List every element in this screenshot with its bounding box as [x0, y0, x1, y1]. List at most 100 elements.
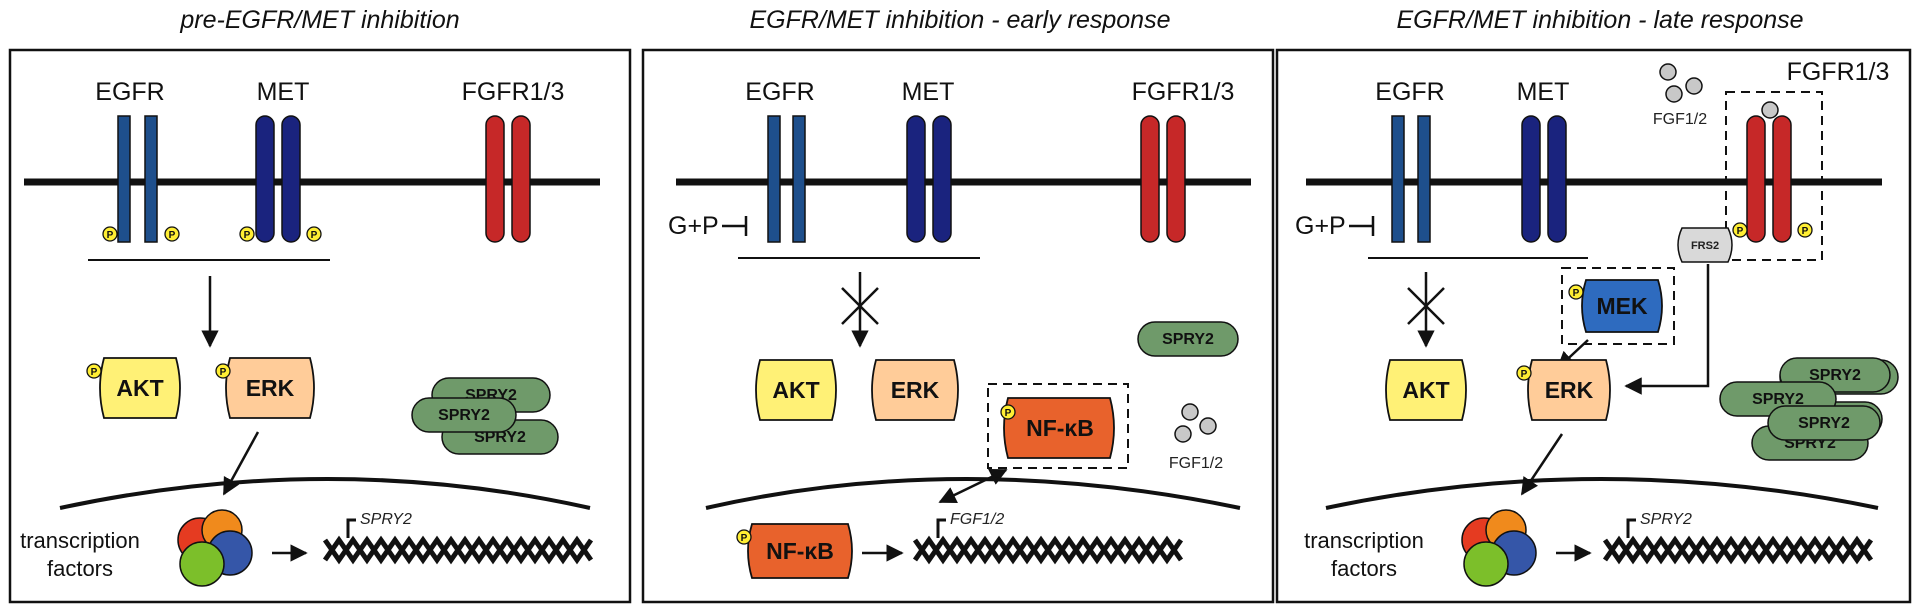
spry2-protein: SPRY2 [1137, 321, 1239, 357]
svg-text:P: P [1802, 226, 1809, 237]
egfr-label: EGFR [95, 78, 164, 106]
phospho-site: P [1797, 222, 1813, 238]
fgfr-receptor [485, 115, 505, 243]
highlight-box [987, 383, 1129, 469]
akt-label: AKT [772, 377, 819, 403]
dna-double-helix [322, 535, 594, 565]
met-label: MET [1517, 78, 1570, 106]
highlight-box [1561, 267, 1675, 345]
nuclear-membrane [1325, 477, 1879, 510]
svg-text:SPRY2: SPRY2 [1798, 415, 1850, 432]
met-receptor [906, 115, 926, 243]
akt-protein: AKT [99, 357, 181, 419]
met-label: MET [902, 78, 955, 106]
nfkb-label: NF-κB [766, 538, 834, 564]
frs2-label: FRS2 [1691, 240, 1719, 252]
svg-text:P: P [741, 533, 748, 544]
fgf-ligand-label: FGF1/2 [1169, 455, 1223, 472]
spry2-cluster: SPRY2 SPRY2 SPRY2 [411, 377, 559, 455]
spry2-protein [1767, 405, 1881, 441]
akt-label: AKT [1402, 377, 1449, 403]
fgfr-receptor [1772, 115, 1792, 243]
spry2-protein [411, 397, 517, 433]
erk-label: ERK [246, 375, 295, 401]
block-cross-icon [1407, 287, 1445, 325]
met-receptor [932, 115, 952, 243]
nfkb-protein: NF-κB [1003, 397, 1115, 459]
block-cross-icon [841, 287, 879, 325]
egfr-label: EGFR [745, 78, 814, 106]
phospho-site: P [736, 529, 752, 545]
fgf-ligand-label: FGF1/2 [1653, 111, 1707, 128]
transcription-factors [1461, 509, 1537, 587]
svg-text:SPRY2: SPRY2 [474, 429, 526, 446]
svg-text:SPRY2: SPRY2 [1162, 331, 1214, 348]
promoter-arrow [346, 518, 356, 538]
phospho-site: P [306, 226, 322, 242]
nfkb-protein: NF-κB [747, 523, 853, 579]
erk-protein: ERK [871, 359, 959, 421]
tf-label-line1: transcription [20, 528, 140, 553]
erk-protein: ERK [225, 357, 315, 419]
egfr-receptor [144, 115, 158, 243]
fgfr-receptor [1140, 115, 1160, 243]
fgfr-receptor [1746, 115, 1766, 243]
erk-label: ERK [1545, 377, 1594, 403]
met-label: MET [257, 78, 310, 106]
fgf-ligand-bound [1761, 101, 1779, 119]
fgf-ligands [1659, 63, 1703, 103]
phospho-site: P [1568, 284, 1584, 300]
egfr-receptor [767, 115, 781, 243]
dna-double-helix [912, 535, 1184, 565]
fgfr-receptor [511, 115, 531, 243]
translocation-arrow [938, 468, 1008, 504]
fgfr-label: FGFR1/3 [1132, 78, 1235, 106]
frs2-protein: FRS2 [1677, 227, 1733, 263]
nuclear-membrane [705, 477, 1241, 510]
nfkb-label: NF-κB [1026, 415, 1094, 441]
phospho-site: P [1516, 365, 1532, 381]
svg-text:P: P [1005, 408, 1012, 419]
phospho-site: P [86, 363, 102, 379]
tf-label-line1: transcription [1304, 528, 1424, 553]
panel1: EGFR MET FGFR1/3 P P P P AKT P ERK P [20, 78, 600, 587]
panel2: EGFR MET FGFR1/3 G+P AKT ERK SPRY2 NF-κ [668, 78, 1251, 579]
svg-text:P: P [107, 230, 114, 241]
phospho-site: P [164, 226, 180, 242]
dna-double-helix [1602, 535, 1874, 565]
egfr-label: EGFR [1375, 78, 1444, 106]
egfr-receptor [1417, 115, 1431, 243]
panel2-frame [641, 48, 1275, 604]
panel3-frame [1275, 48, 1912, 604]
egfr-receptor [1391, 115, 1405, 243]
svg-text:P: P [1573, 288, 1580, 299]
gene-spry2-label: SPRY2 [1640, 511, 1692, 528]
inhibition-bar [722, 216, 748, 236]
phospho-site: P [239, 226, 255, 242]
svg-text:SPRY2: SPRY2 [438, 407, 490, 424]
panel3-title: EGFR/MET inhibition - late response [1396, 6, 1803, 34]
erk-protein: ERK [1527, 359, 1611, 421]
phospho-site: P [1732, 222, 1748, 238]
fgfr-label: FGFR1/3 [462, 78, 565, 106]
met-receptor [1521, 115, 1541, 243]
activation-arrow [1520, 433, 1564, 496]
akt-label: AKT [116, 375, 163, 401]
panel3: EGFR MET FGFR1/3 FGF1/2 P P FRS2 G+P [1295, 58, 1899, 587]
svg-text:P: P [91, 367, 98, 378]
svg-text:P: P [311, 230, 318, 241]
akt-protein: AKT [1385, 359, 1467, 421]
met-receptor [255, 115, 275, 243]
fgfr-label: FGFR1/3 [1787, 58, 1890, 86]
transcription-factors [177, 509, 253, 587]
gene-spry2-label: SPRY2 [360, 511, 412, 528]
svg-text:SPRY2: SPRY2 [1752, 391, 1804, 408]
inhibition-bar [1349, 216, 1375, 236]
akt-protein: AKT [755, 359, 837, 421]
inhibitor-label: G+P [668, 212, 719, 240]
svg-text:P: P [169, 230, 176, 241]
svg-text:SPRY2: SPRY2 [1809, 367, 1861, 384]
tf-label-line2: factors [1331, 556, 1397, 581]
fgfr-receptor [1166, 115, 1186, 243]
